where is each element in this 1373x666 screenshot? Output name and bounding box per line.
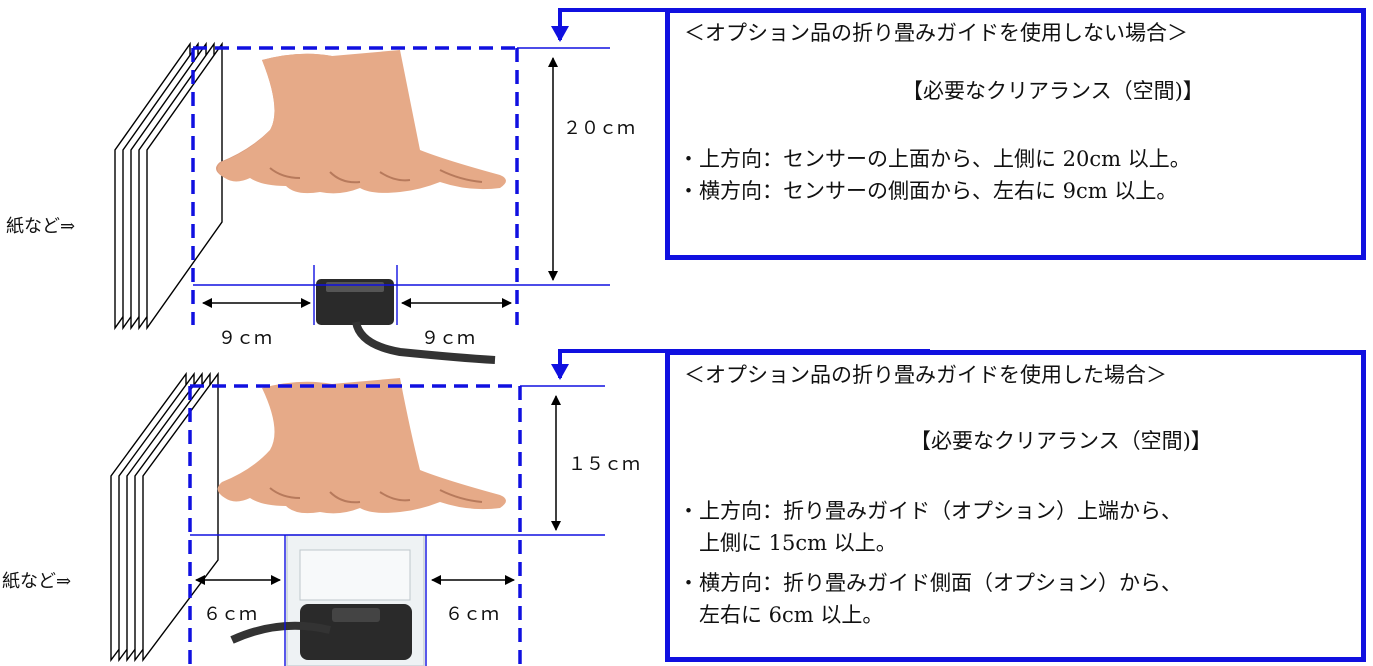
box-title: ＜オプション品の折り畳みガイドを使用しない場合＞ xyxy=(684,21,1188,45)
height-dimension-label: １５ｃｍ xyxy=(568,454,640,475)
box-line: ・上方向：折り畳みガイド（オプション）上端から、 xyxy=(678,499,1182,523)
clearance-info-box: ＜オプション品の折り畳みガイドを使用した場合＞ 【必要なクリアランス（空間)】 … xyxy=(665,350,1366,662)
folding-guide-icon xyxy=(230,534,425,666)
dimension-arrows xyxy=(202,57,558,308)
left-gap-label: ６ｃｍ xyxy=(203,604,257,625)
paper-label: 紙など⇒ xyxy=(6,216,76,237)
clearance-boundary xyxy=(191,46,519,325)
dimension-arrows xyxy=(195,395,561,585)
left-gap-label: ９ｃｍ xyxy=(218,328,272,349)
panel-2 xyxy=(110,349,930,666)
clearance-info-box: ＜オプション品の折り畳みガイドを使用しない場合＞ 【必要なクリアランス（空間)】… xyxy=(665,8,1366,260)
box-line: 上側に 15cm 以上。 xyxy=(678,531,897,555)
hand-icon xyxy=(217,378,507,514)
box-heading: 【必要なクリアランス（空間)】 xyxy=(902,79,1204,103)
box-title: ＜オプション品の折り畳みガイドを使用した場合＞ xyxy=(684,363,1167,387)
right-gap-label: ９ｃｍ xyxy=(421,328,475,349)
right-gap-label: ６ｃｍ xyxy=(445,604,499,625)
connector-arrow xyxy=(551,8,668,42)
height-dimension-label: ２０ｃｍ xyxy=(563,118,635,139)
box-line: ・横方向：センサーの側面から、左右に 9cm 以上。 xyxy=(678,179,1178,203)
clearance-boundary xyxy=(188,384,522,666)
box-line: ・横方向：折り畳みガイド側面（オプション）から、 xyxy=(678,571,1182,595)
hand-icon xyxy=(216,50,507,194)
box-line: 左右に 6cm 以上。 xyxy=(678,603,884,627)
box-line: ・上方向：センサーの上面から、上側に 20cm 以上。 xyxy=(678,147,1191,171)
paper-stack-icon xyxy=(114,41,223,331)
paper-stack-icon xyxy=(110,371,219,663)
panel-1 xyxy=(114,8,668,364)
paper-label: 紙など⇒ xyxy=(2,571,72,592)
box-heading: 【必要なクリアランス（空間)】 xyxy=(910,429,1212,453)
